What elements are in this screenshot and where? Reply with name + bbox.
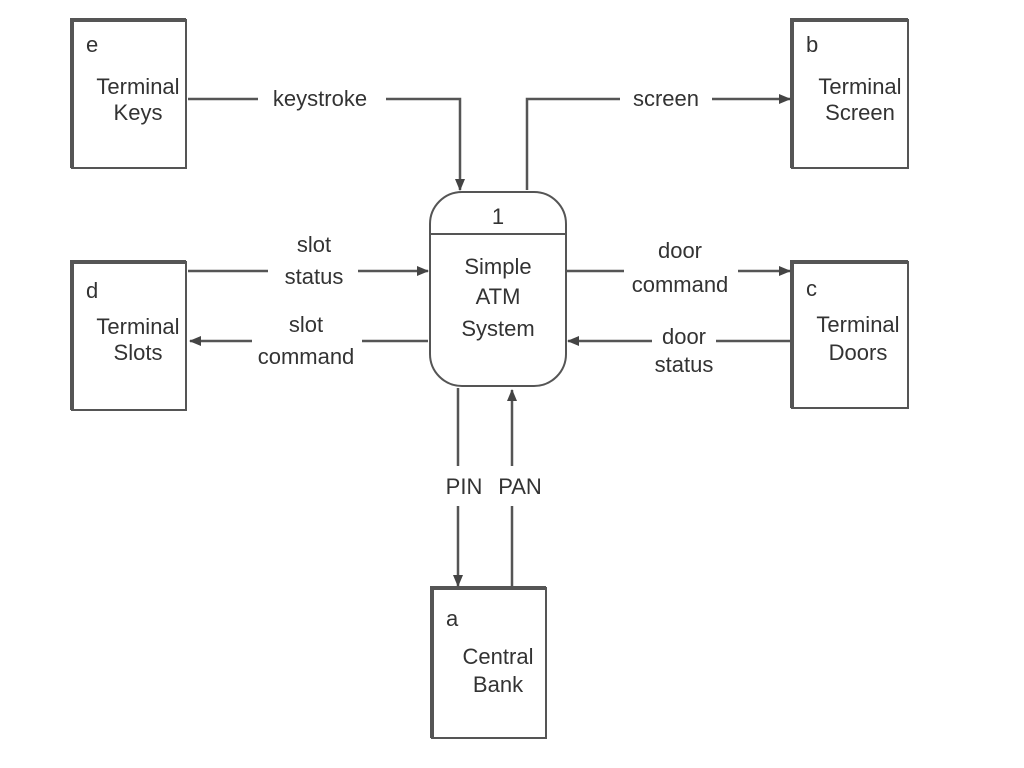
entity-label-line1: Terminal [96, 74, 179, 99]
flow-door-command: door command [566, 238, 791, 297]
flow-label: PIN [446, 474, 483, 499]
flow-slot-status: slot status [188, 232, 429, 289]
entity-label-line2: Screen [825, 100, 895, 125]
flow-label-line2: command [258, 344, 355, 369]
process-label-line2: ATM [476, 284, 521, 309]
flow-keystroke: keystroke [188, 86, 465, 191]
entity-terminal-keys: e Terminal Keys [70, 18, 187, 169]
flow-label: screen [633, 86, 699, 111]
flow-label-line1: slot [289, 312, 323, 337]
entity-letter: c [806, 276, 817, 301]
process-number: 1 [492, 204, 504, 229]
entity-central-bank: a Central Bank [430, 586, 547, 739]
flow-label: keystroke [273, 86, 367, 111]
process-label-line3: System [461, 316, 534, 341]
flow-pin: PIN [446, 388, 483, 587]
flow-pan: PAN [498, 389, 542, 586]
flow-label-line2: command [632, 272, 729, 297]
flow-screen: screen [525, 86, 791, 190]
process-label-line1: Simple [464, 254, 531, 279]
entity-terminal-screen: b Terminal Screen [790, 18, 909, 169]
entity-label-line1: Central [463, 644, 534, 669]
entity-letter: d [86, 278, 98, 303]
flow-label-line2: status [655, 352, 714, 377]
flow-door-status: door status [567, 324, 790, 377]
entity-label-line1: Terminal [816, 312, 899, 337]
flow-slot-command: slot command [189, 312, 428, 369]
entity-label-line2: Bank [473, 672, 524, 697]
entity-label-line1: Terminal [96, 314, 179, 339]
flow-label-line1: slot [297, 232, 331, 257]
entity-letter: b [806, 32, 818, 57]
entity-terminal-doors: c Terminal Doors [790, 260, 909, 409]
flow-label-line1: door [662, 324, 706, 349]
process-simple-atm-system: 1 Simple ATM System [429, 191, 567, 387]
flow-label-line2: status [285, 264, 344, 289]
flow-label-line1: door [658, 238, 702, 263]
entity-letter: a [446, 606, 459, 631]
entity-letter: e [86, 32, 98, 57]
entity-label-line2: Keys [114, 100, 163, 125]
entity-terminal-slots: d Terminal Slots [70, 260, 187, 411]
entity-label-line2: Doors [829, 340, 888, 365]
entity-label-line1: Terminal [818, 74, 901, 99]
flow-label: PAN [498, 474, 542, 499]
entity-label-line2: Slots [114, 340, 163, 365]
